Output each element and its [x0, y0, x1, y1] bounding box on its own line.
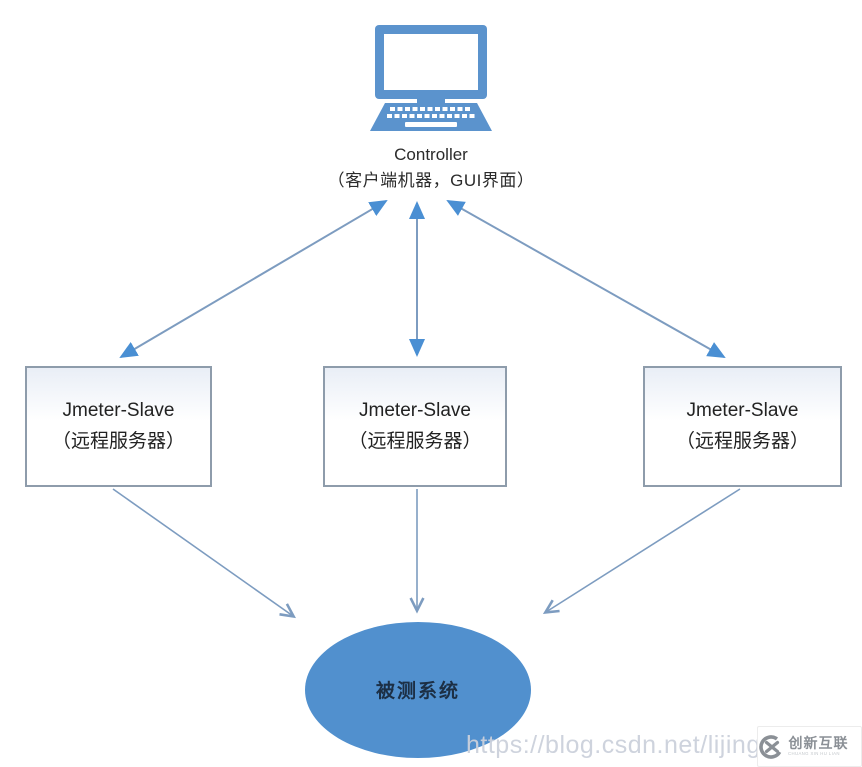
computer-icon — [370, 25, 492, 131]
slave1-subtitle: （远程服务器） — [51, 430, 185, 452]
watermark-url: https://blog.csdn.net/lijing7 — [466, 731, 776, 759]
slave3-subtitle: （远程服务器） — [675, 430, 809, 452]
slave2-title: Jmeter-Slave — [359, 400, 471, 422]
slave2-subtitle: （远程服务器） — [348, 430, 482, 452]
arrow-controller-slave1 — [119, 199, 388, 359]
controller-subtitle: （客户端机器，GUI界面） — [327, 170, 535, 190]
controller-label: Controller （客户端机器，GUI界面） — [231, 142, 631, 193]
jmeter-slave-box-1: Jmeter-Slave （远程服务器） — [25, 366, 212, 487]
brand-logo-text: 创新互联 CHUANG XIN HU LIAN — [788, 736, 860, 758]
system-under-test-ellipse — [305, 622, 531, 758]
system-under-test-label: 被测系统 — [375, 681, 460, 702]
arrow-slave3-system — [542, 488, 741, 614]
arrow-slave1-system — [112, 488, 296, 619]
slave1-title: Jmeter-Slave — [62, 400, 175, 422]
slave3-title: Jmeter-Slave — [686, 400, 799, 422]
brand-logo-card: 创新互联 CHUANG XIN HU LIAN — [757, 726, 862, 767]
brand-name-pinyin: CHUANG XIN HU LIAN — [788, 751, 841, 756]
brand-logo-icon — [759, 734, 784, 759]
arrow-controller-slave3 — [446, 200, 726, 358]
jmeter-slave-box-2: Jmeter-Slave （远程服务器） — [323, 366, 507, 487]
controller-title: Controller — [394, 145, 468, 164]
jmeter-slave-box-3: Jmeter-Slave （远程服务器） — [643, 366, 842, 487]
brand-name: 创新互联 — [788, 734, 849, 751]
